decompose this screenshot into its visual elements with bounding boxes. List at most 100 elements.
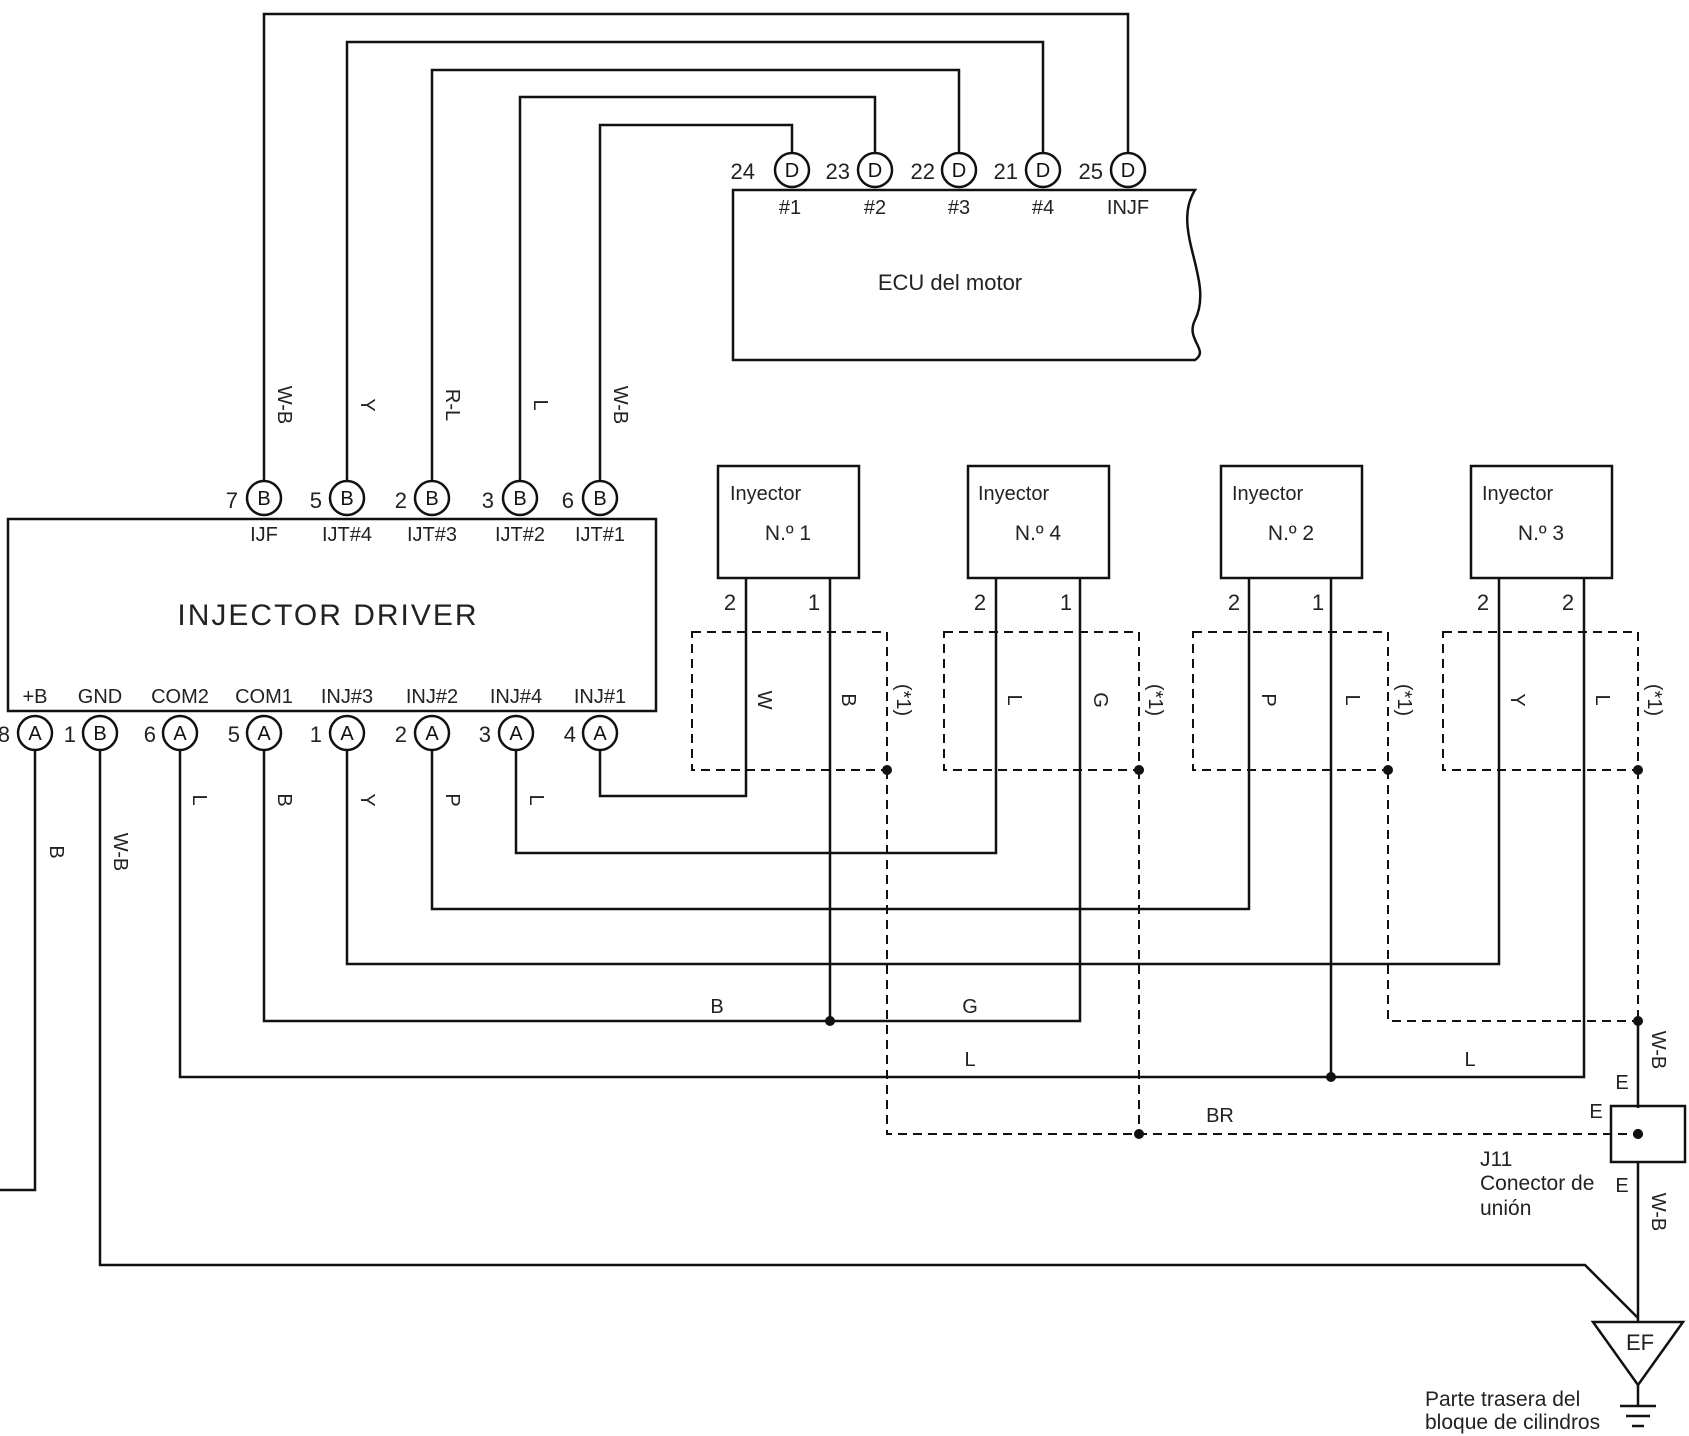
svg-text:N.º 1: N.º 1 <box>765 522 811 545</box>
svg-text:B: B <box>273 793 295 806</box>
bottom-wire-labels: B W-B L B Y P L <box>45 793 547 871</box>
svg-text:B: B <box>513 488 526 510</box>
svg-text:B: B <box>425 488 438 510</box>
svg-text:1: 1 <box>1312 590 1324 615</box>
svg-text:Inyector: Inyector <box>978 483 1049 505</box>
svg-text:E: E <box>1615 1175 1628 1197</box>
ecu-box <box>731 188 1202 362</box>
svg-text:G: G <box>1089 692 1111 708</box>
lower-wire-labels: B G L L BR W-B W-B <box>710 996 1669 1231</box>
svg-text:6: 6 <box>562 488 574 513</box>
svg-text:D: D <box>1036 160 1050 182</box>
driver-bottom-pin: +B 8 A <box>0 686 54 752</box>
svg-text:(*1): (*1) <box>1643 684 1665 716</box>
svg-text:Y: Y <box>356 398 378 411</box>
svg-text:W-B: W-B <box>109 833 131 872</box>
svg-text:24: 24 <box>731 159 755 184</box>
svg-text:BR: BR <box>1206 1105 1234 1127</box>
driver-top-pin: 2 B IJT#3 <box>395 479 457 546</box>
svg-text:L: L <box>1591 694 1613 705</box>
svg-text:A: A <box>257 723 271 745</box>
driver-bottom-pin: INJ#1 4 A <box>564 686 626 752</box>
svg-text:W-B: W-B <box>1647 1193 1669 1232</box>
svg-text:B: B <box>593 488 606 510</box>
ecu-pins: 24 D #1 23 D #2 22 D #3 21 D #4 25 D INJ… <box>731 151 1149 219</box>
injectors: Inyector N.º 1 2 1 Inyector N.º 4 2 1 In… <box>716 464 1614 615</box>
svg-text:2: 2 <box>395 722 407 747</box>
svg-text:A: A <box>425 723 439 745</box>
svg-text:A: A <box>28 723 42 745</box>
svg-text:2: 2 <box>974 590 986 615</box>
svg-text:A: A <box>593 723 607 745</box>
svg-text:E: E <box>1589 1101 1602 1123</box>
svg-text:D: D <box>1121 160 1135 182</box>
svg-text:W-B: W-B <box>609 386 631 425</box>
ecu-pin: 25 D INJF <box>1079 151 1149 219</box>
svg-text:25: 25 <box>1079 159 1103 184</box>
svg-text:L: L <box>188 794 210 805</box>
driver-bottom-pin: GND 1 B <box>64 686 122 752</box>
svg-text:L: L <box>964 1049 975 1071</box>
driver-top-pins: 7 B IJF 5 B IJT#4 2 B IJT#3 3 B IJT#2 6 … <box>226 479 625 546</box>
svg-text:R-L: R-L <box>441 389 463 421</box>
svg-text:INJ#2: INJ#2 <box>406 686 458 708</box>
svg-text:IJT#1: IJT#1 <box>575 524 625 546</box>
svg-text:23: 23 <box>826 159 850 184</box>
svg-text:IJF: IJF <box>250 524 278 546</box>
ecu-pin: 21 D #4 <box>994 151 1062 219</box>
ecu-pin: 24 D #1 <box>731 151 811 219</box>
junction-connector-j11: E E E J11 Conector de unión <box>1480 1072 1687 1220</box>
svg-text:1: 1 <box>808 590 820 615</box>
ecu-pin: 23 D #2 <box>826 151 894 219</box>
shield-boxes <box>691 631 1639 771</box>
driver-bottom-pin: COM1 5 A <box>228 686 293 752</box>
svg-text:2: 2 <box>724 590 736 615</box>
svg-text:G: G <box>962 996 978 1018</box>
svg-text:Y: Y <box>356 793 378 806</box>
svg-text:W: W <box>753 691 775 710</box>
svg-text:IJT#2: IJT#2 <box>495 524 545 546</box>
svg-text:7: 7 <box>226 488 238 513</box>
svg-text:bloque de cilindros: bloque de cilindros <box>1425 1411 1600 1434</box>
svg-text:3: 3 <box>479 722 491 747</box>
svg-text:W-B: W-B <box>273 386 295 425</box>
driver-bottom-pin: INJ#2 2 A <box>395 686 458 752</box>
svg-text:#1: #1 <box>779 197 801 219</box>
svg-text:Inyector: Inyector <box>1232 483 1303 505</box>
svg-text:N.º 4: N.º 4 <box>1015 522 1062 545</box>
ecu-pin: 22 D #3 <box>911 151 978 219</box>
svg-text:L: L <box>525 794 547 805</box>
ecu-driver-wires <box>262 12 1130 480</box>
injector-signal-wires <box>0 578 1639 1319</box>
ground-ef: EF Parte trasera del bloque de cilindros <box>1425 1162 1686 1434</box>
svg-text:2: 2 <box>1228 590 1240 615</box>
svg-text:EF: EF <box>1626 1330 1654 1355</box>
svg-text:(*1): (*1) <box>1393 684 1415 716</box>
svg-text:unión: unión <box>1480 1197 1531 1220</box>
injector-2: Inyector N.º 2 2 1 <box>1219 464 1364 615</box>
svg-text:Y: Y <box>1506 693 1528 706</box>
svg-text:1: 1 <box>1060 590 1072 615</box>
svg-text:B: B <box>340 488 353 510</box>
svg-text:D: D <box>952 160 966 182</box>
driver-top-pin: 5 B IJT#4 <box>310 479 372 546</box>
svg-text:2: 2 <box>1477 590 1489 615</box>
svg-text:4: 4 <box>564 722 576 747</box>
svg-text:N.º 3: N.º 3 <box>1518 522 1564 545</box>
svg-text:(*1): (*1) <box>892 684 914 716</box>
svg-text:#4: #4 <box>1032 197 1054 219</box>
svg-text:E: E <box>1615 1072 1628 1094</box>
svg-text:COM1: COM1 <box>235 686 293 708</box>
injector-wire-labels: W B (*1) L G (*1) P L (*1) Y L (*1) <box>753 684 1665 716</box>
svg-text:INJ#4: INJ#4 <box>490 686 542 708</box>
svg-text:A: A <box>173 723 187 745</box>
shield-drain-wires <box>886 770 1640 1135</box>
svg-text:N.º 2: N.º 2 <box>1268 522 1314 545</box>
svg-text:Inyector: Inyector <box>730 483 801 505</box>
driver-top-pin: 7 B IJF <box>226 479 283 546</box>
svg-text:P: P <box>1257 693 1279 706</box>
svg-text:IJT#3: IJT#3 <box>407 524 457 546</box>
injector-3: Inyector N.º 3 2 2 <box>1469 464 1614 615</box>
svg-text:IJT#4: IJT#4 <box>322 524 372 546</box>
